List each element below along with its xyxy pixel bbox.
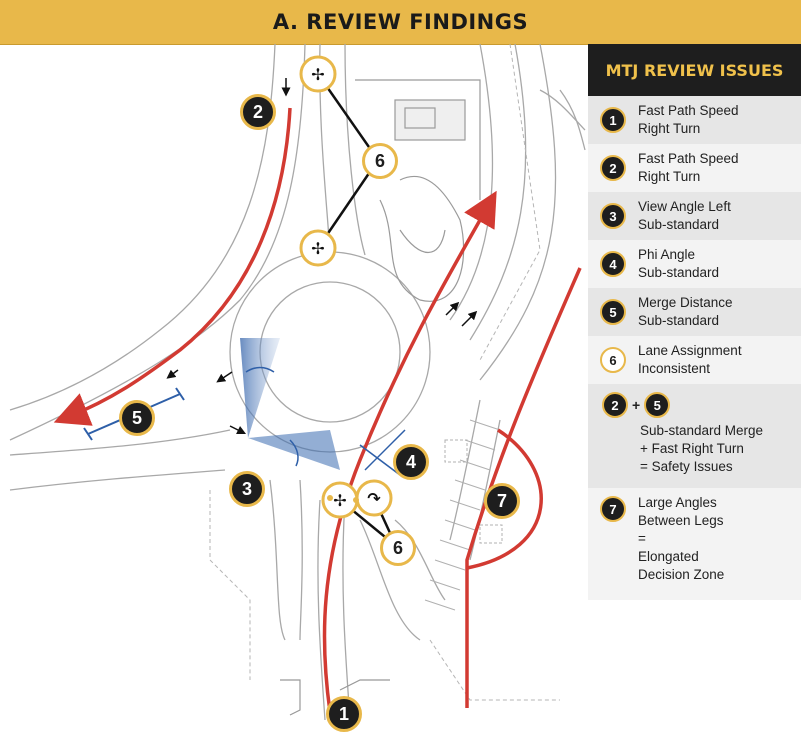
map-badge-6-top: 6 <box>362 143 398 179</box>
building-area <box>355 79 481 302</box>
combo-line: = Safety Issues <box>640 459 733 474</box>
issue-badge: 6 <box>600 347 626 373</box>
right-edge-line <box>465 267 582 708</box>
issue-combo: 2 + 5 Sub-standard Merge + Fast Right Tu… <box>588 384 801 488</box>
map-badge-2-label: 2 <box>252 101 263 122</box>
map-badge-1-label: 1 <box>338 703 349 724</box>
svg-text:✢: ✢ <box>333 491 346 510</box>
issue-line: Elongated <box>638 549 699 564</box>
map-badge-5-label: 5 <box>131 407 142 428</box>
svg-text:↷: ↷ <box>367 489 381 508</box>
issue-line: Fast Path Speed <box>638 103 739 118</box>
issue-badge: 5 <box>600 299 626 325</box>
issue-line: Phi Angle <box>638 247 696 262</box>
issue-badge: 7 <box>600 496 626 522</box>
roundabout-map: ✢ ✢ ✢ ↷ <box>9 44 586 721</box>
issue-line: Sub-standard <box>638 217 720 232</box>
map-badge-4: 4 <box>393 444 429 480</box>
map-badge-1: 1 <box>326 696 362 732</box>
svg-text:✢: ✢ <box>311 239 324 258</box>
issue-badge: 2 <box>602 392 628 418</box>
map-badge-2: 2 <box>240 94 276 130</box>
issue-badge: 1 <box>600 107 626 133</box>
lane-symbol-rings <box>299 55 393 519</box>
issue-line: Inconsistent <box>638 361 711 376</box>
issue-badge: 5 <box>644 392 671 418</box>
marker-dots <box>327 495 359 503</box>
issue-item-7: 7 Large Angles Between Legs = Elongated … <box>588 488 801 600</box>
bottom-features <box>280 679 390 716</box>
sight-cones <box>240 338 406 476</box>
title-bar: A. REVIEW FINDINGS <box>0 0 801 45</box>
map-badge-3-label: 3 <box>241 478 252 499</box>
fast-path-entry <box>322 190 497 713</box>
issue-badge: 2 <box>600 155 626 181</box>
map-badge-6-top-label: 6 <box>374 150 385 171</box>
map-badge-6-bottom: 6 <box>380 530 416 566</box>
issue-line: Lane Assignment <box>638 343 742 358</box>
page-title: A. REVIEW FINDINGS <box>272 10 529 34</box>
issue-line: Large Angles <box>638 495 717 510</box>
combo-badges: 2 + 5 <box>602 392 791 418</box>
issue-badge: 4 <box>600 251 626 277</box>
map-badge-7-label: 7 <box>496 490 507 511</box>
panel-header: MTJ REVIEW ISSUES <box>588 44 801 96</box>
lane-symbols: ✢ ✢ ✢ ↷ <box>311 65 381 510</box>
issue-line: Decision Zone <box>638 567 725 582</box>
issue-line: Fast Path Speed <box>638 151 739 166</box>
issue-line: Sub-standard <box>638 313 720 328</box>
combo-line: Sub-standard Merge <box>640 423 764 438</box>
issue-line: Right Turn <box>638 169 701 184</box>
issue-line: Between Legs <box>638 513 724 528</box>
plus-sign: + <box>632 397 641 413</box>
map-badge-5: 5 <box>119 400 155 436</box>
combo-line: + Fast Right Turn <box>640 441 744 456</box>
issue-line: Merge Distance <box>638 295 733 310</box>
issue-line: View Angle Left <box>638 199 731 214</box>
issue-line: Right Turn <box>638 121 701 136</box>
parking-stalls <box>424 419 503 611</box>
combo-text: Sub-standard Merge + Fast Right Turn = S… <box>640 422 791 476</box>
dashed-outlines <box>209 44 560 701</box>
map-badge-4-label: 4 <box>405 451 416 472</box>
map-badge-3: 3 <box>229 471 265 507</box>
decision-zone-arc <box>466 428 543 570</box>
issue-line: = <box>638 531 646 546</box>
map-badge-6-bottom-label: 6 <box>392 537 403 558</box>
issue-text: Large Angles Between Legs = Elongated De… <box>638 494 724 584</box>
traffic-arrows <box>166 78 478 435</box>
issue-line: Sub-standard <box>638 265 720 280</box>
issue-badge: 3 <box>600 203 626 229</box>
panel-title: MTJ REVIEW ISSUES <box>605 60 784 80</box>
map-badge-7: 7 <box>484 483 520 519</box>
road-edges <box>9 44 586 721</box>
svg-text:✢: ✢ <box>311 65 324 84</box>
fast-path-lines <box>53 107 582 713</box>
fast-path-left <box>53 107 292 426</box>
